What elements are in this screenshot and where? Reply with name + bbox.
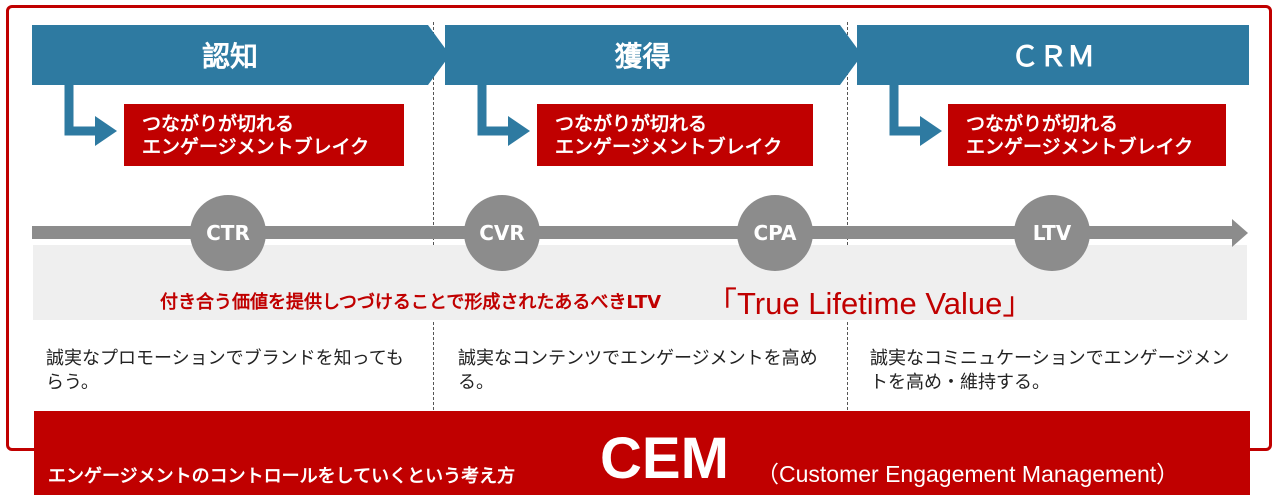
phase-divider — [847, 22, 848, 410]
engagement-break-box: つながりが切れる エンゲージメントブレイク — [948, 104, 1226, 166]
phase-header-acquisition: 獲得 — [445, 25, 840, 85]
phase-description: 誠実なコミニュケーションでエンゲージメントを高め・維持する。 — [870, 348, 1230, 393]
break-line-2: エンゲージメントブレイク — [142, 136, 370, 158]
metric-ltv: LTV — [1014, 195, 1090, 271]
break-line-1: つながりが切れる — [555, 113, 708, 135]
break-line-2: エンゲージメントブレイク — [555, 136, 783, 158]
timeline-arrowhead-icon — [1232, 219, 1248, 247]
metric-label: CTR — [206, 221, 250, 245]
phase-arrow-icon — [840, 25, 862, 85]
elbow-arrow-icon — [477, 84, 530, 146]
footer-cem: CEM — [600, 426, 729, 491]
phase-label: 獲得 — [614, 40, 671, 73]
metric-cpa: CPA — [737, 195, 813, 271]
engagement-break-box: つながりが切れる エンゲージメントブレイク — [124, 104, 404, 166]
metric-label: CPA — [753, 221, 797, 245]
break-line-1: つながりが切れる — [966, 113, 1119, 135]
phase-header-crm: ＣＲＭ — [857, 25, 1249, 85]
metric-ctr: CTR — [190, 195, 266, 271]
phase-label: 認知 — [201, 40, 258, 73]
phase-divider — [433, 22, 434, 410]
phase-description: 誠実なコンテンツでエンゲージメントを高める。 — [458, 348, 818, 393]
phase-header-awareness: 認知 — [32, 25, 428, 85]
metric-label: CVR — [479, 221, 525, 245]
break-line-2: エンゲージメントブレイク — [966, 136, 1194, 158]
phase-description: 誠実なプロモーションでブランドを知ってもらう。 — [46, 348, 404, 393]
metric-label: LTV — [1032, 221, 1072, 245]
footer-full-name: （Customer Engagement Management） — [756, 461, 1180, 487]
elbow-arrow-icon — [64, 84, 117, 146]
phase-arrow-icon — [428, 25, 450, 85]
ltv-note: 付き合う価値を提供しつづけることで形成されたあるべきLTV — [160, 292, 662, 313]
metric-cvr: CVR — [464, 195, 540, 271]
elbow-arrow-icon — [889, 84, 942, 146]
timeline-arrow — [32, 226, 1232, 239]
cem-footer: エンゲージメントのコントロールをしていくという考え方 CEM （Customer… — [34, 411, 1250, 495]
break-line-1: つながりが切れる — [142, 113, 295, 135]
true-lifetime-value: 「True Lifetime Value」 — [706, 286, 1034, 321]
footer-text: エンゲージメントのコントロールをしていくという考え方 — [48, 466, 516, 487]
phase-label: ＣＲＭ — [1010, 40, 1095, 73]
engagement-break-box: つながりが切れる エンゲージメントブレイク — [537, 104, 813, 166]
